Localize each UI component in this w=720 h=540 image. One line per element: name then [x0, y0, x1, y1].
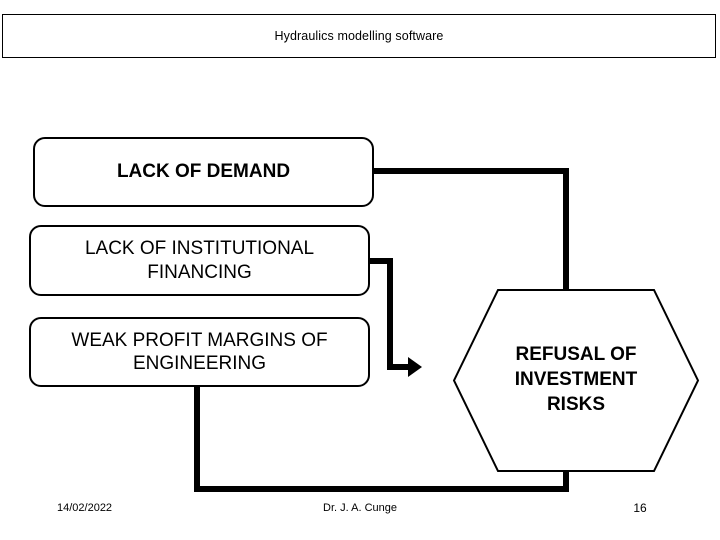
footer-author: Dr. J. A. Cunge [323, 502, 397, 514]
connector-demand-vertical [563, 168, 569, 300]
connector-financing-vertical [387, 258, 393, 370]
connector-margins-vertical [194, 384, 200, 492]
connector-financing-horizontal-b [387, 364, 415, 370]
node-label: WEAK PROFIT MARGINS OF ENGINEERING [71, 329, 328, 374]
footer-page-number: 16 [633, 501, 647, 515]
node-weak-profit-margins-of-engineering[interactable]: WEAK PROFIT MARGINS OF ENGINEERING [29, 317, 370, 387]
arrowhead-right-icon [408, 357, 422, 377]
title-bar: Hydraulics modelling software [2, 14, 716, 58]
node-label: LACK OF DEMAND [116, 161, 291, 183]
connector-financing-horizontal-a [370, 258, 393, 264]
node-lack-of-demand[interactable]: LACK OF DEMAND [33, 137, 374, 207]
connector-demand-horizontal [374, 168, 569, 174]
connector-margins-horizontal [194, 486, 569, 492]
node-refusal-of-investment-risks[interactable]: REFUSAL OF INVESTMENT RISKS [452, 288, 700, 473]
connector-margins-vertical-up [563, 466, 569, 492]
footer-date: 14/02/2022 [57, 502, 113, 514]
node-lack-of-institutional-financing[interactable]: LACK OF INSTITUTIONAL FINANCING [29, 225, 370, 296]
node-label: REFUSAL OF INVESTMENT RISKS [514, 344, 638, 415]
page-title: Hydraulics modelling software [274, 29, 444, 43]
node-label: LACK OF INSTITUTIONAL FINANCING [84, 238, 315, 283]
hexagon-shape-icon [452, 289, 700, 472]
